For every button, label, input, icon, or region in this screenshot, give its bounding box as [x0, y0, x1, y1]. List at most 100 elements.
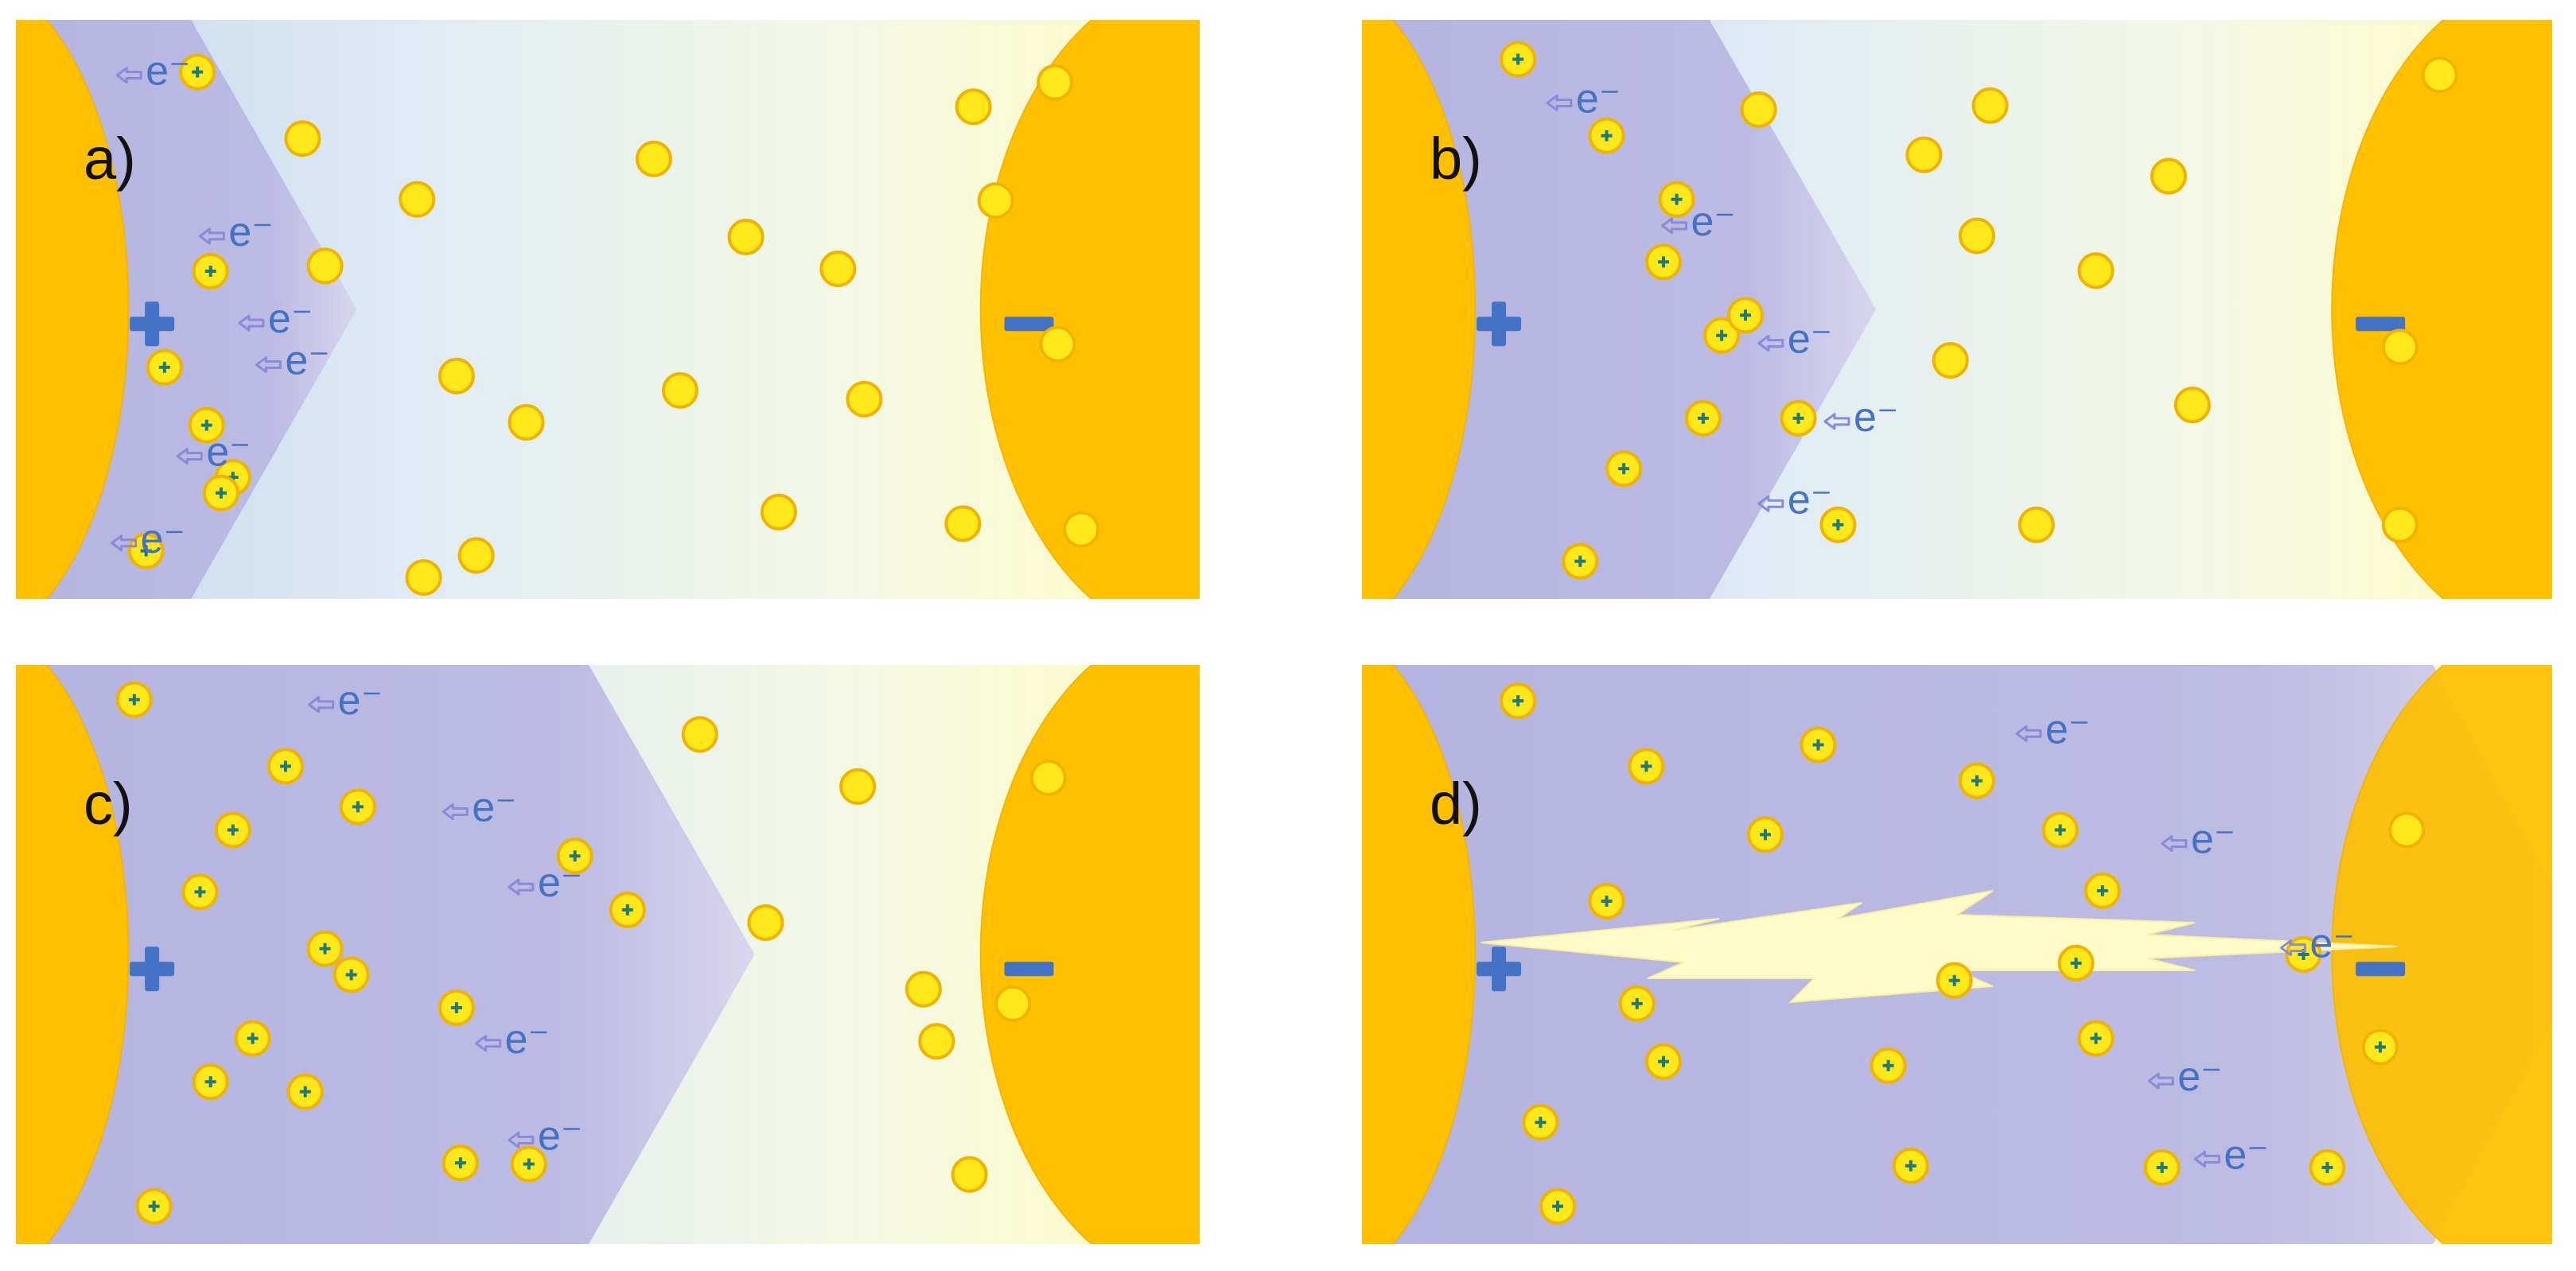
positive-ion — [1522, 1104, 1559, 1141]
left-arrow-icon — [111, 534, 138, 552]
neutral-atom — [839, 768, 877, 805]
cathode-electrode-c — [979, 665, 1200, 1244]
positive-ion — [1819, 506, 1857, 543]
electron-with-arrow: e⁻ — [111, 516, 185, 562]
plus-sign-icon — [130, 301, 175, 347]
neutral-atom — [918, 1023, 955, 1060]
left-arrow-icon — [255, 356, 282, 374]
electron-with-arrow: e⁻ — [1546, 76, 1621, 122]
neutral-atom — [747, 904, 784, 941]
positive-ion — [1800, 726, 1837, 764]
electron-with-arrow: e⁻ — [1661, 199, 1736, 245]
neutral-atom — [2150, 157, 2187, 195]
positive-ion — [192, 252, 229, 290]
anode-electrode-a — [16, 20, 130, 599]
neutral-atom — [438, 357, 475, 395]
left-arrow-icon — [1661, 217, 1687, 235]
electron-label: e⁻ — [146, 49, 190, 95]
positive-ion — [1500, 682, 1537, 720]
positive-ion — [202, 474, 239, 511]
neutral-atom — [977, 182, 1014, 220]
electron-label: e⁻ — [1788, 476, 1832, 523]
positive-ion — [2084, 872, 2121, 909]
positive-ion — [1780, 399, 1817, 437]
positive-ion — [2077, 1020, 2115, 1057]
positive-ion — [1684, 399, 1722, 437]
panel-label: c) — [84, 771, 133, 837]
positive-ion — [510, 1145, 547, 1183]
ionized-region-b — [1362, 20, 1877, 599]
panel-label: a) — [84, 126, 136, 192]
positive-ion — [1703, 317, 1741, 354]
neutral-atom — [635, 140, 672, 177]
positive-ion — [556, 838, 593, 875]
electron-label: e⁻ — [2309, 921, 2354, 967]
neutral-atom — [2381, 328, 2418, 366]
electron-label: e⁻ — [505, 1016, 550, 1063]
electron-with-arrow: e⁻ — [442, 785, 517, 831]
positive-ion — [1644, 1043, 1682, 1080]
minus-sign-icon — [1004, 962, 1054, 977]
electron-label: e⁻ — [1854, 395, 1898, 441]
electron-label: e⁻ — [2224, 1132, 2268, 1178]
electron-label: e⁻ — [1788, 317, 1832, 363]
positive-ion — [146, 348, 183, 386]
positive-ion — [135, 1187, 173, 1225]
positive-ion — [2143, 1149, 2181, 1186]
electron-with-arrow: e⁻ — [2193, 1132, 2269, 1178]
left-arrow-icon — [475, 1035, 502, 1052]
neutral-atom — [1905, 136, 1943, 173]
cathode-electrode-a — [979, 20, 1200, 599]
neutral-atom — [2381, 506, 2418, 543]
left-arrow-icon — [508, 878, 535, 896]
positive-ion — [188, 406, 225, 444]
left-arrow-icon — [308, 696, 335, 713]
neutral-atom — [1029, 759, 1067, 796]
neutral-atom — [1958, 217, 1995, 255]
left-arrow-icon — [1757, 495, 1784, 512]
left-arrow-icon — [115, 67, 142, 84]
electron-label: e⁻ — [2191, 817, 2236, 863]
electron-label: e⁻ — [268, 296, 313, 342]
left-arrow-icon — [1823, 413, 1850, 430]
electron-with-arrow: e⁻ — [176, 429, 251, 476]
neutral-atom — [2421, 56, 2458, 94]
electron-with-arrow: e⁻ — [1823, 395, 1898, 441]
left-arrow-icon — [2161, 835, 2188, 853]
left-arrow-icon — [1757, 335, 1784, 352]
electron-with-arrow: e⁻ — [255, 338, 330, 384]
left-arrow-icon — [198, 227, 225, 245]
left-arrow-icon — [2015, 725, 2042, 742]
neutral-atom — [1740, 91, 1777, 128]
minus-sign-icon — [2356, 317, 2406, 332]
neutral-atom — [405, 559, 442, 597]
electron-label: e⁻ — [338, 678, 383, 724]
positive-ion — [286, 1073, 324, 1110]
electron-label: e⁻ — [1691, 199, 1736, 245]
left-arrow-icon — [2279, 939, 2306, 957]
electron-label: e⁻ — [538, 860, 582, 906]
plus-sign-icon — [1477, 946, 1522, 992]
electron-label: e⁻ — [1576, 76, 1621, 122]
panel-d: e⁻e⁻e⁻e⁻e⁻d) — [1362, 665, 2552, 1244]
neutral-atom — [2388, 811, 2426, 849]
anode-electrode-c — [16, 665, 130, 1244]
cathode-electrode-b — [2331, 20, 2552, 599]
neutral-atom — [994, 985, 1032, 1022]
electron-with-arrow: e⁻ — [1757, 476, 1832, 523]
positive-ion — [214, 811, 251, 849]
cathode-electrode-d — [2331, 665, 2552, 1244]
panel-b: e⁻ e⁻ e⁻ e⁻ e⁻ b) — [1362, 20, 2552, 599]
positive-ion — [1892, 1147, 1929, 1184]
electron-label: e⁻ — [2045, 706, 2090, 752]
electron-label: e⁻ — [538, 1113, 582, 1159]
electron-with-arrow: e⁻ — [2279, 921, 2355, 967]
panel-label: b) — [1430, 126, 1482, 192]
neutral-atom — [1063, 511, 1100, 548]
left-arrow-icon — [1546, 94, 1573, 111]
left-arrow-icon — [2193, 1150, 2220, 1168]
positive-ion — [2285, 936, 2322, 973]
minus-sign-icon — [2356, 962, 2406, 977]
electron-label: e⁻ — [206, 429, 251, 476]
